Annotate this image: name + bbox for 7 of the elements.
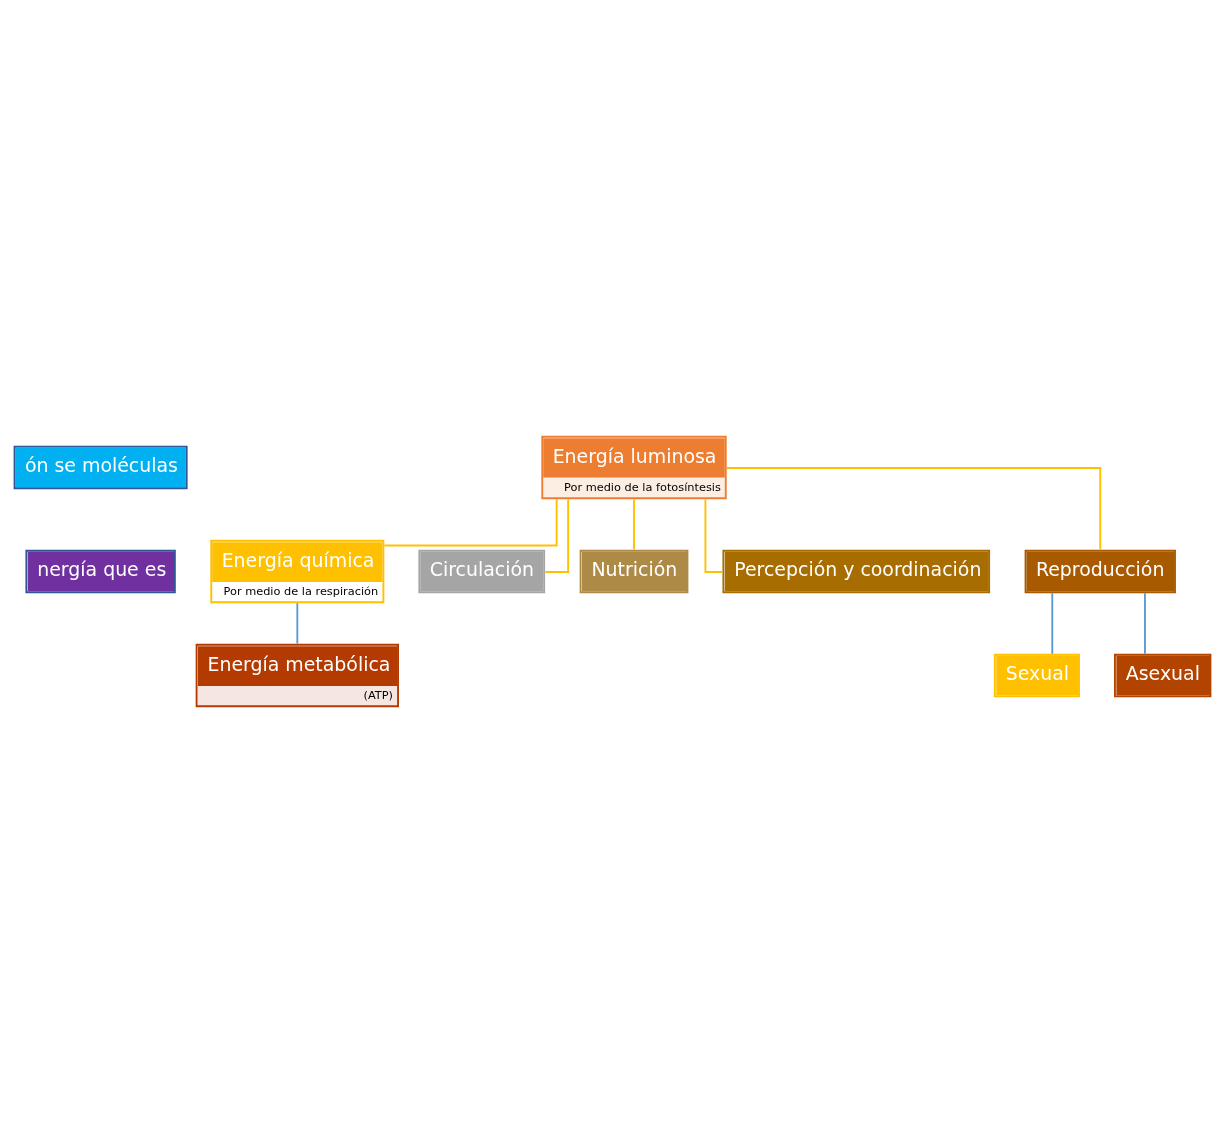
- connector: [544, 498, 570, 573]
- connector: [1051, 592, 1054, 655]
- connector: [726, 467, 1102, 551]
- connector: [296, 602, 299, 645]
- connector: [383, 498, 558, 547]
- connector: [633, 498, 635, 551]
- connector: [1144, 592, 1146, 655]
